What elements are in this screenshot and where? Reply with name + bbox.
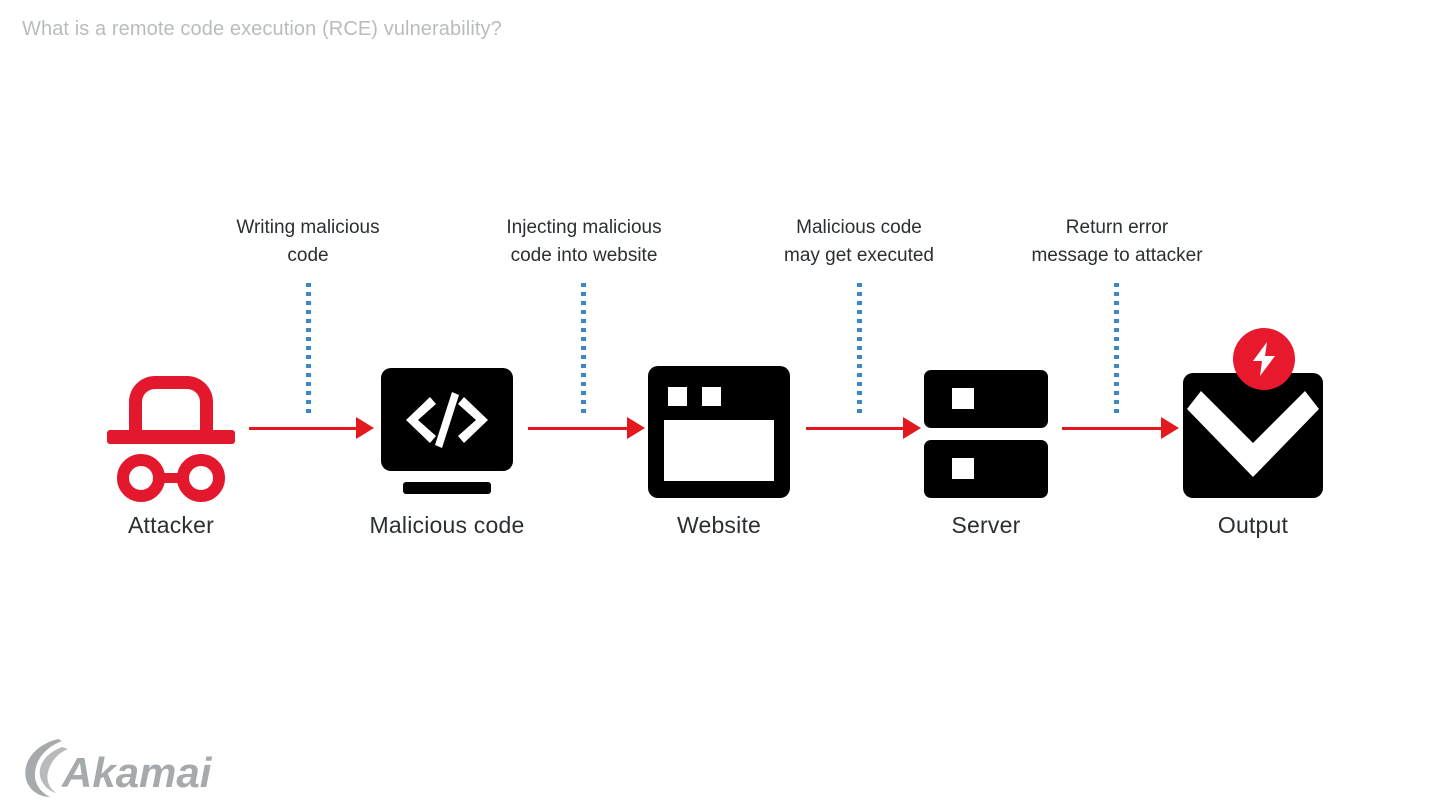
alert-badge [1233,328,1295,390]
server-indicator-top [952,388,974,409]
arrow-shaft [528,426,628,430]
flow-arrow-1 [249,417,374,439]
flow-node-server: Server [886,338,1086,539]
connector-label-line-1: Injecting malicious [506,217,662,238]
connector-label-line-2: message to attacker [1031,245,1203,266]
output-chevron-icon [1183,328,1323,498]
flow-arrow-3 [806,417,921,439]
flow-node-malicious-code: Malicious code [347,338,547,539]
malicious-code-icon-wrap [347,338,547,498]
server-unit-bottom [924,440,1048,498]
dotted-leader-line-4 [1114,283,1119,413]
right-arrow-icon [903,417,921,439]
code-brackets-icon [406,391,488,448]
akamai-logo: Akamai [18,735,218,801]
right-arrow-icon [1161,417,1179,439]
output-box-shape [1183,373,1323,498]
connector-label-line-1: Return error [1065,217,1169,238]
server-unit-top [924,370,1048,428]
node-caption-server: Server [951,512,1021,538]
hat-brim-shape [107,430,235,444]
server-rack-icon [924,370,1048,498]
connector-label-line-1: Malicious code [796,217,922,238]
page-title: What is a remote code execution (RCE) vu… [22,18,502,40]
browser-window-icon [648,366,790,498]
dotted-leader-line-3 [857,283,862,413]
connector-label-line-2: may get executed [784,245,934,266]
server-icon-wrap [886,338,1086,498]
right-arrow-icon [356,417,374,439]
website-icon-wrap [619,338,819,498]
lightning-bolt-icon [1253,342,1275,376]
browser-titlebar-square-2 [702,387,721,406]
connector-label-malicious-code-executed: Malicious code may get executed [739,214,979,270]
attacker-icon-wrap [71,338,271,502]
node-caption-malicious-code: Malicious code [369,512,525,538]
flow-node-website: Website [619,338,819,539]
monitor-stand [403,482,491,494]
flow-node-output: Output [1153,328,1353,539]
node-caption-output: Output [1217,512,1289,538]
connector-label-line-2: code [287,245,329,266]
monitor-screen [381,368,513,471]
connector-label-line-1: Writing malicious [236,217,380,238]
dotted-leader-line-2 [581,283,586,413]
incognito-spy-icon [107,376,235,502]
connector-label-writing-malicious-code: Writing malicious code [188,214,428,270]
node-caption-website: Website [676,512,762,538]
flow-arrow-2 [528,417,645,439]
browser-titlebar-square-1 [668,387,687,406]
hat-crown-shape [129,376,213,430]
flow-arrow-4 [1062,417,1179,439]
arrow-shaft [1062,426,1162,430]
svg-text:Akamai: Akamai [61,749,213,796]
dotted-leader-line-1 [306,283,311,413]
node-caption-attacker: Attacker [128,512,214,538]
lens-left [117,454,165,502]
server-indicator-bottom [952,458,974,479]
akamai-logo-mark: Akamai [25,739,213,797]
monitor-code-icon [381,368,513,498]
connector-label-line-2: code into website [510,245,658,266]
output-icon-wrap [1153,328,1353,498]
browser-content-area [664,420,774,481]
flow-node-attacker: Attacker [71,338,271,539]
arrow-shaft [249,426,357,430]
lens-right [177,454,225,502]
right-arrow-icon [627,417,645,439]
glasses-bridge [161,473,183,483]
glasses-shape [117,454,225,510]
connector-label-return-error-message: Return error message to attacker [997,214,1237,270]
arrow-shaft [806,426,904,430]
connector-label-injecting-malicious-code: Injecting malicious code into website [464,214,704,270]
chevron-down-icon [1187,391,1319,477]
